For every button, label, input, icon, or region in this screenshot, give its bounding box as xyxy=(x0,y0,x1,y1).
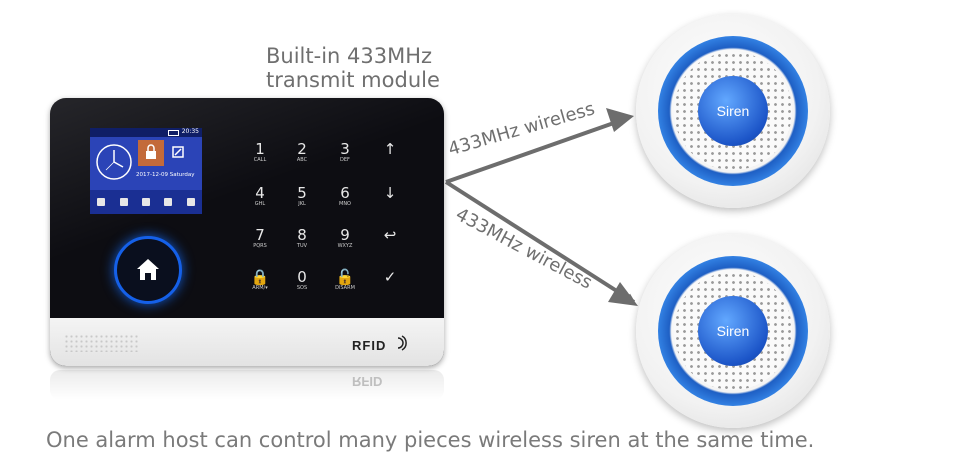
home-button[interactable] xyxy=(114,236,182,304)
key-symbol: ↑ xyxy=(383,140,397,158)
key-symbol: 8 xyxy=(297,226,307,244)
mode-icon xyxy=(172,146,184,158)
key-letters: DEF xyxy=(340,157,350,163)
arm-status-tile xyxy=(138,140,164,166)
panel-reflection xyxy=(50,370,444,400)
arrow-to-siren-top xyxy=(445,115,630,184)
siren-label: Siren xyxy=(716,323,750,339)
lock-icon xyxy=(146,144,156,159)
home-icon xyxy=(137,259,159,280)
key-symbol: 6 xyxy=(340,184,350,202)
arrowhead-bottom xyxy=(608,282,638,306)
key-letters: PQRS xyxy=(253,243,267,249)
key-symbol: 9 xyxy=(340,226,350,244)
disarm-icon xyxy=(164,198,173,206)
key-symbol: ↓ xyxy=(383,184,397,202)
siren-speaker-holes xyxy=(674,52,792,170)
mode-tile xyxy=(166,140,190,166)
key-letters: TUV xyxy=(296,243,308,249)
clock-icon xyxy=(96,144,132,180)
key-symbol: 3 xyxy=(340,140,350,158)
arrowhead-top xyxy=(606,108,634,132)
key-symbol: 🔒 xyxy=(250,268,270,286)
screen-time: 20:35 xyxy=(181,128,199,135)
key-symbol: 1 xyxy=(255,140,265,158)
lcd-screen: 20:35 2017-12-09 Saturday xyxy=(90,128,202,214)
screen-icon-row xyxy=(90,190,202,214)
key-symbol: ✓ xyxy=(383,268,397,286)
speaker-grille xyxy=(64,334,140,352)
keypad-key[interactable]: ↓ xyxy=(370,186,410,201)
module-caption-line2: transmit module xyxy=(266,68,440,92)
key-symbol: ↩ xyxy=(383,226,397,244)
battery-icon xyxy=(168,130,179,136)
key-letters: GHL xyxy=(254,201,266,207)
arm-icon xyxy=(119,198,128,206)
alarm-host-panel: 20:35 2017-12-09 Saturday xyxy=(50,98,444,366)
module-caption: Built-in 433MHz transmit module xyxy=(266,44,486,92)
key-symbol: 🔓 xyxy=(335,268,355,286)
key-letters: MNO xyxy=(339,201,351,207)
keypad-key[interactable]: ✓ xyxy=(370,270,410,285)
key-letters: JKL xyxy=(298,201,306,207)
siren-top: Siren xyxy=(636,14,830,208)
key-letters: CALL xyxy=(253,157,267,163)
home-arm-icon xyxy=(141,198,150,206)
siren-speaker-holes xyxy=(674,272,792,390)
siren-label: Siren xyxy=(716,103,750,119)
siren-center-lens: Siren xyxy=(698,296,768,366)
keypad-key[interactable]: 🔓DISARM xyxy=(325,270,365,292)
keypad-key[interactable]: ↩ xyxy=(370,228,410,243)
phone-icon xyxy=(97,198,106,206)
key-symbol: 5 xyxy=(297,184,307,202)
bottom-caption: One alarm host can control many pieces w… xyxy=(46,428,815,452)
key-letters: DISARM xyxy=(335,285,355,291)
key-letters: ABC xyxy=(296,157,308,163)
key-symbol: 7 xyxy=(255,226,265,244)
screen-status-bar xyxy=(90,128,202,137)
key-letters: WXYZ xyxy=(337,243,353,249)
key-symbol: 2 xyxy=(297,140,307,158)
keypad-key[interactable]: 🔒ARM/▾ xyxy=(240,270,280,292)
key-letters: SOS xyxy=(296,285,308,291)
rfid-wave-icon xyxy=(397,335,407,351)
rfid-label: RFID xyxy=(352,338,387,353)
settings-icon xyxy=(186,198,195,206)
siren-bottom: Siren xyxy=(636,234,830,428)
screen-date: 2017-12-09 Saturday xyxy=(136,172,195,178)
key-symbol: 4 xyxy=(255,184,265,202)
keypad-key[interactable]: ↑ xyxy=(370,142,410,157)
key-letters: ARM/▾ xyxy=(252,285,268,291)
key-symbol: 0 xyxy=(297,268,307,286)
siren-center-lens: Siren xyxy=(698,76,768,146)
module-caption-line1: Built-in 433MHz xyxy=(266,44,433,68)
arrow-to-siren-bottom xyxy=(444,180,636,304)
